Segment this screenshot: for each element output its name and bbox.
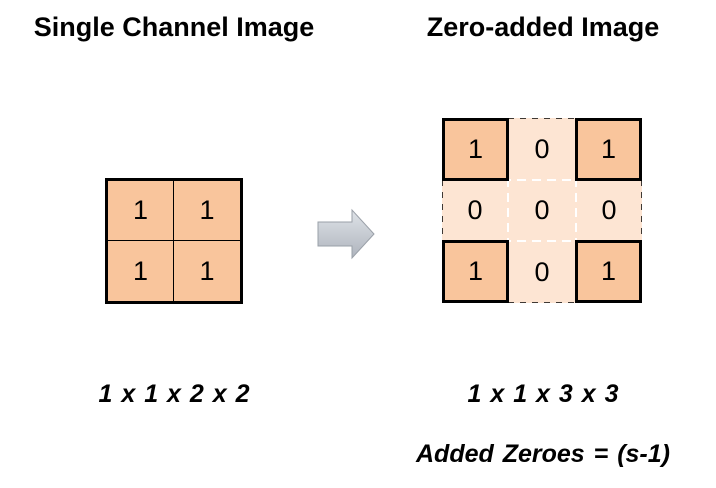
original-cell: 1 [575, 240, 642, 303]
left-title: Single Channel Image [33, 12, 315, 42]
grid-cell: 1 [199, 255, 215, 286]
added-zeroes-formula: Added Zeroes = (s-1) [416, 440, 670, 468]
zero-cell: 0 [508, 241, 576, 303]
zero-cell: 0 [576, 180, 642, 241]
right-title: Zero-added Image [426, 12, 660, 42]
zero-cell: 0 [508, 118, 576, 180]
original-cell: 1 [442, 240, 509, 303]
original-cell: 1 [575, 118, 642, 181]
zero-cell: 0 [442, 180, 508, 241]
grid-cell: 1 [108, 181, 174, 241]
single-channel-grid: 1 1 1 1 [105, 178, 243, 304]
zero-cell: 0 [508, 180, 576, 241]
right-dimensions: 1 x 1 x 3 x 3 [467, 380, 619, 408]
original-cell: 1 [442, 118, 509, 181]
grid-cell: 1 [108, 241, 174, 301]
grid-cell: 1 [174, 181, 240, 241]
right-arrow-icon [317, 208, 375, 260]
left-dimensions: 1 x 1 x 2 x 2 [98, 380, 250, 408]
zero-added-grid: 0 0 0 0 0 1 1 1 1 [442, 118, 642, 303]
